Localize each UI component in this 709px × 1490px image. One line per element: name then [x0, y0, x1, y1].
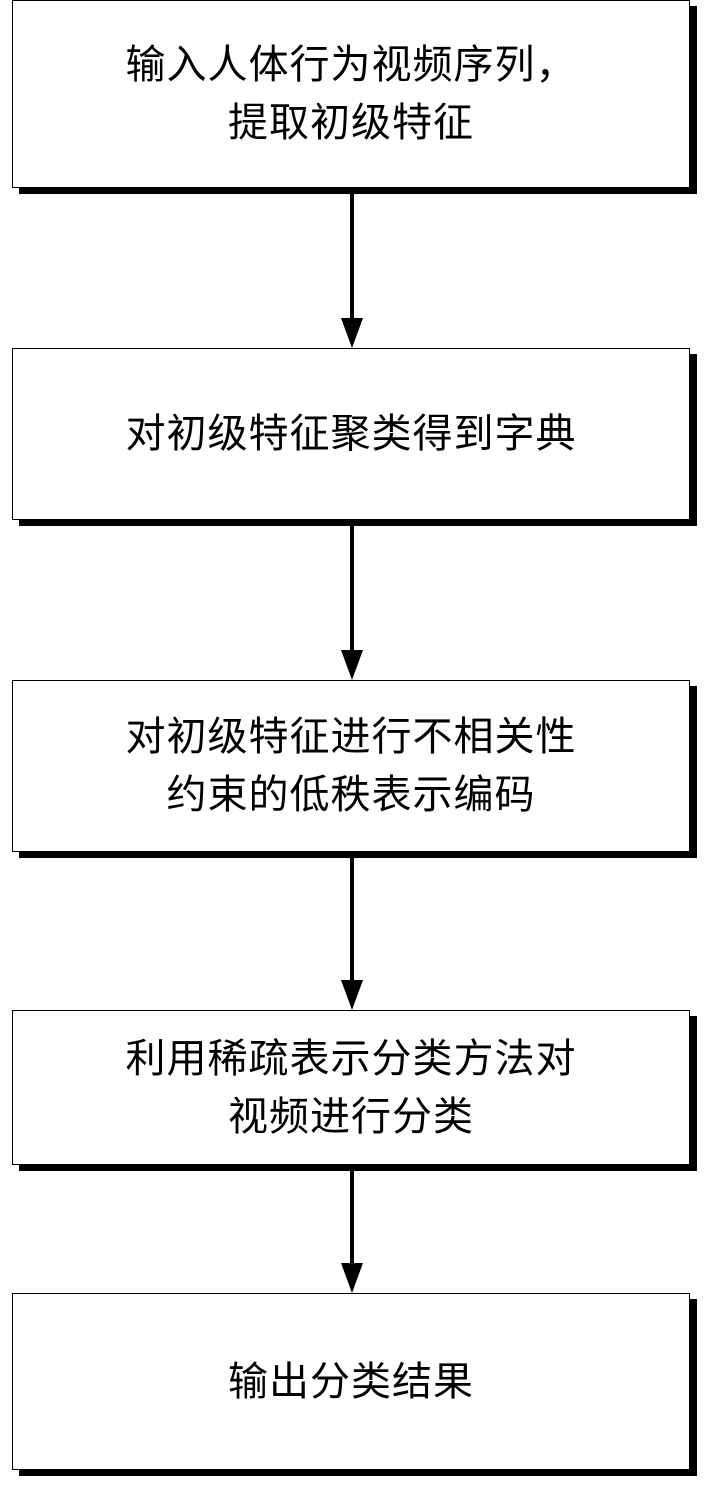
- step-output-result: 输出分类结果: [12, 1293, 690, 1470]
- arrow-2-3: [341, 521, 363, 680]
- step-text: 对初级特征进行不相关性: [125, 714, 577, 760]
- step-text: 输入人体行为视频序列，: [125, 42, 577, 88]
- step-low-rank-coding: 对初级特征进行不相关性 约束的低秩表示编码: [12, 680, 690, 852]
- arrow-4-5: [341, 1166, 363, 1293]
- step-text: 利用稀疏表示分类方法对: [125, 1035, 577, 1082]
- step-text: 视频进行分类: [228, 1093, 474, 1140]
- step-text: 输出分类结果: [228, 1358, 474, 1405]
- arrow-3-4: [341, 853, 363, 1010]
- step-text: 约束的低秩表示编码: [166, 772, 536, 818]
- step-text: 提取初级特征: [228, 100, 474, 146]
- step-input-extract-features: 输入人体行为视频序列， 提取初级特征: [12, 0, 690, 188]
- step-cluster-dictionary: 对初级特征聚类得到字典: [12, 348, 690, 520]
- step-sparse-classification: 利用稀疏表示分类方法对 视频进行分类: [12, 1010, 690, 1165]
- step-text: 对初级特征聚类得到字典: [125, 411, 577, 457]
- arrow-1-2: [341, 189, 363, 348]
